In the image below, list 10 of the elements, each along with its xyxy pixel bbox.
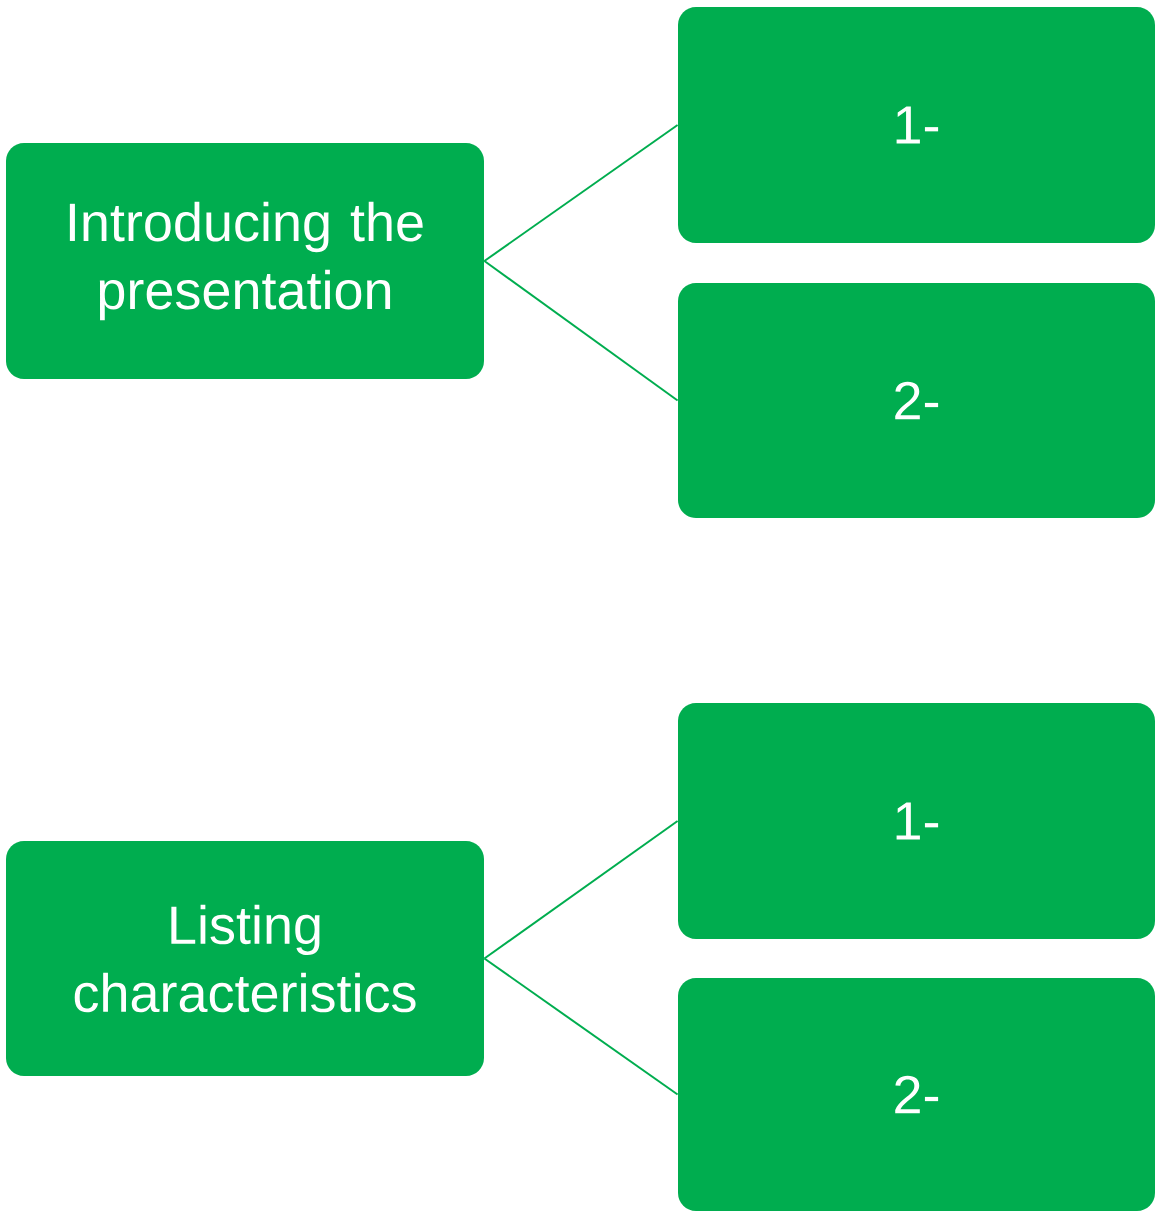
- process-box: Introducing the presentation: [6, 143, 484, 379]
- process-box: 2-: [678, 978, 1155, 1211]
- connector-line: [483, 820, 679, 960]
- connector-line: [483, 124, 679, 262]
- process-box: 2-: [678, 283, 1155, 518]
- process-box: 1-: [678, 7, 1155, 243]
- connector-line: [483, 260, 679, 402]
- process-box: 1-: [678, 703, 1155, 939]
- connector-line: [483, 957, 679, 1096]
- process-box: Listing characteristics: [6, 841, 484, 1076]
